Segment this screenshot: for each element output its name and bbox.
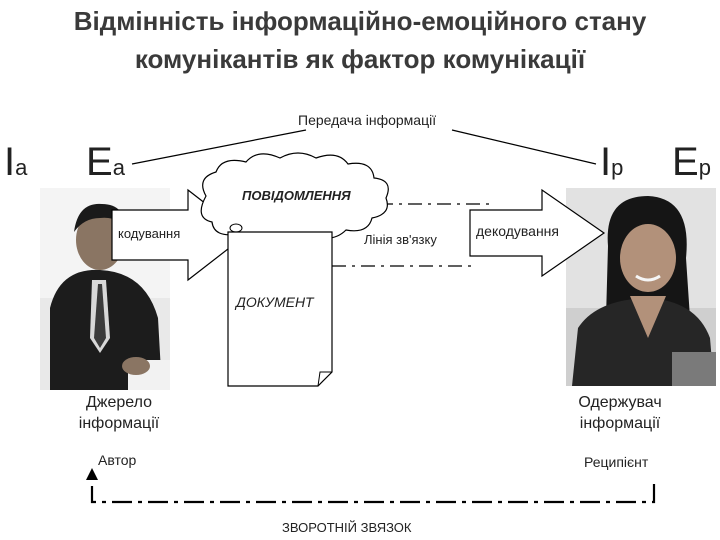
document-shape [227, 231, 333, 387]
transfer-label: Передача інформації [298, 112, 437, 128]
feedback-line [90, 476, 656, 504]
cloud-tail [229, 223, 243, 233]
channel-label: Лінія зв'язку [364, 232, 437, 247]
sender-photo [40, 188, 170, 390]
sender-emotion-subscript: a [112, 155, 125, 180]
feedback-arrowhead [86, 468, 98, 480]
transfer-line-right [451, 129, 597, 165]
sender-emotion-letter: E [86, 140, 113, 184]
title-line-1: Відмінність інформаційно-емоційного стан… [73, 6, 647, 36]
document-fold [317, 371, 332, 387]
receiver-emotion-letter: E [672, 140, 699, 184]
decode-label: декодування [476, 223, 559, 239]
sender-label-box [54, 390, 184, 436]
encode-label: кодування [118, 226, 181, 241]
receiver-emotion-symbol: Ep [672, 142, 711, 188]
receiver-label-line-1: Одержувач [578, 394, 662, 411]
document-label: ДОКУМЕНТ [236, 294, 314, 310]
receiver-photo [566, 188, 716, 386]
receiver-info-subscript: p [611, 155, 624, 180]
receiver-label-line-2: інформації [579, 415, 661, 432]
receiver-label-box [544, 386, 696, 436]
sender-role: Автор [98, 452, 137, 468]
receiver-emotion-subscript: p [698, 155, 711, 180]
receiver-role: Реципієнт [584, 454, 649, 470]
receiver-label: Одержувач інформації [544, 392, 696, 434]
sender-label: Джерело інформації [54, 392, 184, 434]
title-line-2: комунікантів як фактор комунікації [134, 44, 586, 74]
receiver-info-letter: I [600, 140, 612, 184]
transfer-line-left [131, 129, 307, 165]
feedback-label: ЗВОРОТНІЙ ЗВЯЗОК [282, 520, 412, 535]
sender-info-letter: I [4, 140, 16, 184]
slide-title: Відмінність інформаційно-емоційного стан… [20, 2, 700, 78]
sender-label-line-2: інформації [78, 415, 160, 432]
sender-info-subscript: a [15, 155, 28, 180]
message-label: ПОВІДОМЛЕННЯ [242, 188, 351, 203]
sender-emotion-symbol: Ea [86, 142, 125, 188]
sender-label-line-1: Джерело [85, 394, 153, 411]
decode-arrow [469, 188, 606, 278]
receiver-info-symbol: Ip [600, 142, 623, 188]
sender-info-symbol: Ia [4, 142, 27, 188]
